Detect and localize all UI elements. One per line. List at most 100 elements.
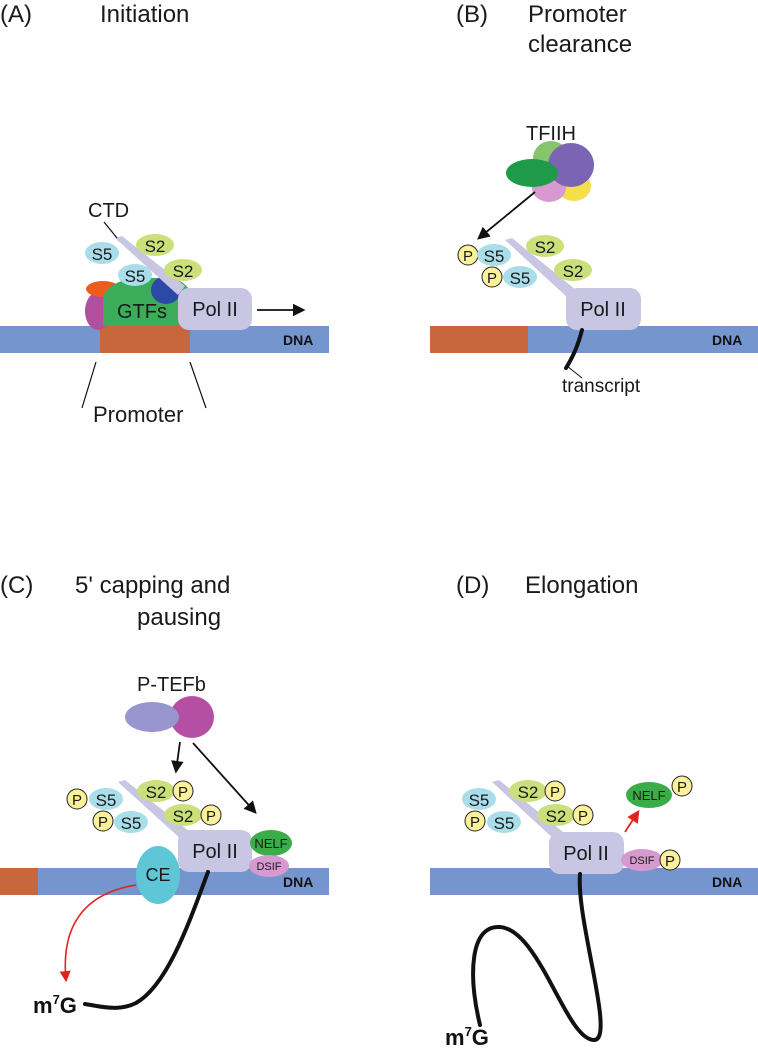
rna-transcript [564, 328, 584, 370]
phosphate-lower-label: P [487, 270, 497, 287]
ctd-s2-lower-label: S2 [173, 807, 194, 826]
dsif-label: DSIF [629, 855, 654, 867]
ctd-s2-lower [554, 259, 592, 281]
ctd-s5-upper-label: S5 [96, 791, 117, 810]
pol2-label: Pol II [580, 299, 626, 321]
dsif-factor [621, 849, 663, 871]
panel-a-letter: (A) [0, 1, 32, 28]
phosphate-s5-lower [464, 810, 486, 832]
tfiih-darkgreen [506, 159, 558, 187]
phosphate-s5-lower-label: P [98, 814, 108, 831]
ctd-s5-lower-label: S5 [494, 814, 515, 833]
ctd-s2-upper [526, 235, 564, 257]
panel-b-title-line2: clearance [528, 31, 632, 58]
ctd-tail [118, 780, 190, 841]
pol2-body [566, 288, 641, 330]
tfiih-purple [548, 143, 594, 187]
nelf-factor [626, 782, 672, 808]
ctd-s2-upper [136, 234, 174, 256]
ctd-s5-lower-label: S5 [125, 267, 146, 286]
m7g-cap-label: m7G [445, 1024, 489, 1050]
promoter-region [100, 326, 190, 353]
ctd-s2-upper [137, 780, 175, 802]
gtfs-label: GTFs [117, 301, 167, 323]
promoter-pointer-right [189, 361, 207, 409]
ctd-s5-upper [477, 244, 511, 266]
ctd-s2-lower [537, 804, 575, 826]
dsif-label: DSIF [256, 861, 281, 873]
ctd-pointer [103, 221, 118, 239]
ctd-s2-lower-label: S2 [546, 807, 567, 826]
ctd-s2-upper [509, 780, 547, 802]
ptefb-lavender [125, 702, 179, 732]
panel-b-letter: (B) [456, 1, 488, 28]
phosphate-s2-lower [572, 804, 594, 826]
pol2-body [549, 832, 624, 874]
ctd-s5-upper-label: S5 [92, 245, 113, 264]
dsif-factor [249, 855, 289, 877]
phosphate-upper-label: P [463, 248, 473, 265]
ctd-s5-lower [118, 264, 152, 286]
transcript-label: transcript [562, 376, 641, 397]
promoter-pointer-left [81, 361, 97, 409]
promoter-label: Promoter [93, 402, 183, 427]
ctd-s5-lower [487, 811, 521, 833]
panel-a: (A) Initiation DNA Promoter GTFs CTD S5 … [0, 1, 329, 427]
ctd-s2-lower [164, 259, 202, 281]
transcript-pointer [566, 365, 583, 379]
ptefb-arrow-s2 [171, 741, 184, 774]
phosphate-nelf-label: P [677, 779, 687, 796]
phosphate-s2-lower-label: P [578, 808, 588, 825]
tfiih-label: TFIIH [526, 123, 576, 145]
pol2-label: Pol II [192, 841, 238, 863]
ctd-tail [492, 780, 563, 841]
phosphate-dsif-label: P [665, 853, 675, 870]
panel-b: (B) Promoter clearance TFIIH DNA P S5 S2… [430, 1, 758, 397]
phosphate-dsif [659, 849, 681, 871]
ctd-s5-lower [114, 811, 148, 833]
pol2-label: Pol II [192, 299, 238, 321]
ctd-s2-upper-label: S2 [146, 783, 167, 802]
ctd-s2-upper-label: S2 [518, 783, 539, 802]
panel-c-title-line2: pausing [137, 604, 221, 631]
ctd-tail [505, 238, 576, 299]
panel-d-title: Elongation [525, 572, 638, 599]
ctd-s2-upper-label: S2 [535, 238, 556, 257]
ctd-s5-upper-label: S5 [484, 247, 505, 266]
phosphate-s2-lower-label: P [206, 808, 216, 825]
phosphate-s2-upper-label: P [550, 784, 560, 801]
panel-c-title-line1: 5' capping and [75, 572, 230, 599]
phosphate-s2-upper [172, 780, 194, 802]
panel-c-letter: (C) [0, 572, 33, 599]
ctd-s2-lower [164, 804, 202, 826]
nelf-label: NELF [254, 836, 287, 851]
ctd-s5-lower-label: S5 [510, 269, 531, 288]
ctd-s2-lower-label: S2 [563, 262, 584, 281]
pol2-label: Pol II [563, 843, 609, 865]
ptefb-label: P-TEFb [137, 674, 206, 696]
m7g-cap-label: m7G [33, 992, 77, 1018]
tfiih-phosphorylation-arrow [477, 191, 536, 240]
ctd-s5-lower-label: S5 [121, 814, 142, 833]
ctd-s5-upper [462, 788, 496, 810]
phosphate-nelf [671, 775, 693, 797]
phosphate-s2-upper [544, 780, 566, 802]
dna-label: DNA [283, 332, 313, 348]
ce-label: CE [145, 865, 170, 885]
panel-b-title-line1: Promoter [528, 1, 627, 28]
ctd-s2-upper-label: S2 [145, 237, 166, 256]
dna-label: DNA [283, 874, 313, 890]
nelf-factor [250, 830, 292, 856]
nelf-release-arrow [624, 809, 640, 833]
promoter-region [430, 326, 528, 353]
ctd-s5-upper [89, 788, 123, 810]
phosphate-s5-upper [66, 788, 88, 810]
nelf-label: NELF [632, 788, 665, 803]
dna-label: DNA [712, 332, 742, 348]
ctd-s5-upper-label: S5 [469, 791, 490, 810]
pol2-body [178, 288, 252, 330]
ctd-label: CTD [88, 200, 129, 222]
capping-red-arrow [59, 884, 137, 983]
ctd-s5-lower [503, 266, 537, 288]
